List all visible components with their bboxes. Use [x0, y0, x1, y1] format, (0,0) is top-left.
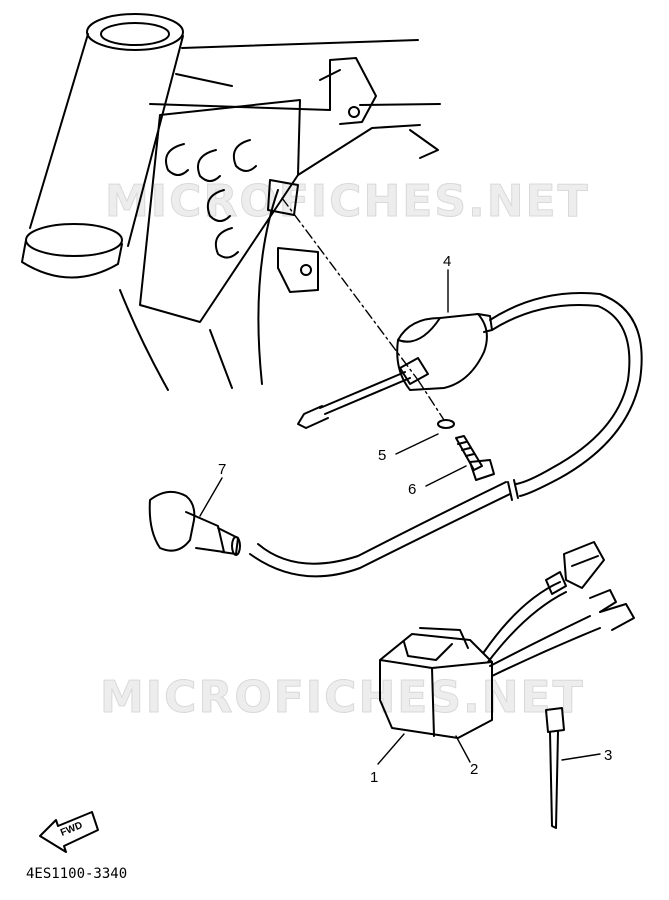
part-cdi-harness	[483, 541, 635, 677]
part-cdi-unit	[379, 627, 493, 739]
diagram-code: 4ES1100-3340	[26, 866, 127, 882]
mount-leader-line	[281, 197, 419, 381]
part-washer	[437, 419, 455, 429]
fwd-label: FWD	[59, 820, 84, 839]
part-cable-tie	[545, 707, 565, 829]
callout-7: 7	[218, 461, 226, 478]
part-bolt	[455, 435, 495, 481]
fwd-arrow	[39, 811, 99, 853]
callout-leaders	[199, 269, 601, 765]
part-ignition-coil	[396, 313, 493, 391]
part-plug-lead	[297, 371, 411, 429]
callout-1: 1	[370, 769, 378, 786]
watermark-bottom: MICROFICHES.NET	[100, 672, 585, 723]
callout-3: 3	[604, 747, 612, 764]
part-coil-cable	[249, 292, 643, 578]
frame-holes	[165, 106, 360, 276]
callout-4: 4	[443, 253, 451, 270]
watermark-top: MICROFICHES.NET	[105, 176, 590, 227]
bolt-leader-line	[417, 379, 445, 421]
callout-6: 5	[378, 447, 386, 464]
callout-2: 2	[470, 761, 478, 778]
frame-head-tube	[21, 13, 184, 279]
part-pickup-connector	[148, 490, 241, 556]
callout-5: 6	[408, 481, 416, 498]
